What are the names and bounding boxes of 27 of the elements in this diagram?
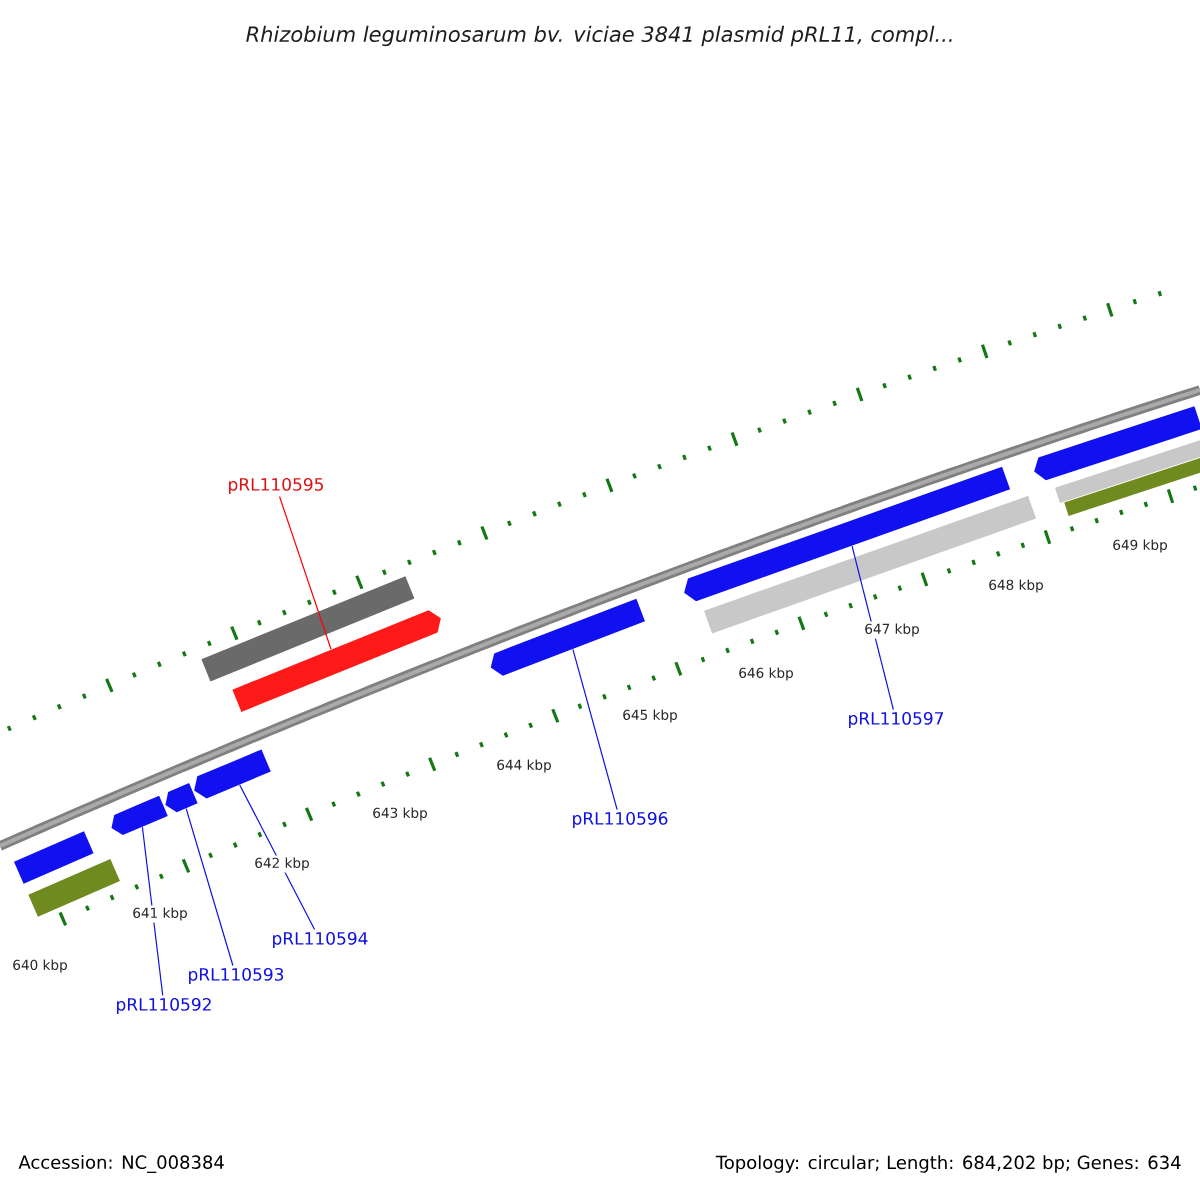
gene-feature [194, 749, 271, 799]
gene-feature [684, 466, 1011, 602]
leader-line [185, 808, 234, 967]
footer-text: Topology: circular; Length: 684,202 bp; Genes: 634 [715, 1155, 1181, 1173]
gene-feature [1034, 406, 1200, 481]
leader-line [141, 826, 164, 997]
gene-label: pRL110595 [229, 477, 323, 495]
leader-line [851, 545, 894, 711]
gene-feature [14, 831, 94, 884]
leader-line [278, 495, 332, 650]
leader-line [239, 784, 316, 931]
gene-feature [1064, 453, 1200, 516]
gene-feature [490, 598, 645, 676]
gene-label: pRL110596 [573, 811, 668, 829]
gene-feature [28, 858, 120, 917]
gene-feature [111, 795, 168, 836]
gene-label: pRL110592 [117, 997, 211, 1015]
leader-line [572, 648, 618, 811]
gene-label: pRL110597 [849, 711, 944, 729]
footer-text: Accession: NC_008384 [18, 1155, 224, 1173]
title: Rhizobium leguminosarum bv. viciae 3841 plasmid pRL11, compl... [246, 25, 952, 47]
gene-feature [1055, 437, 1200, 503]
gene-feature [201, 576, 415, 682]
gene-feature [232, 610, 441, 712]
gene-label: pRL110593 [189, 967, 284, 985]
gene-label: pRL110594 [273, 931, 368, 949]
gene-feature [165, 783, 198, 813]
